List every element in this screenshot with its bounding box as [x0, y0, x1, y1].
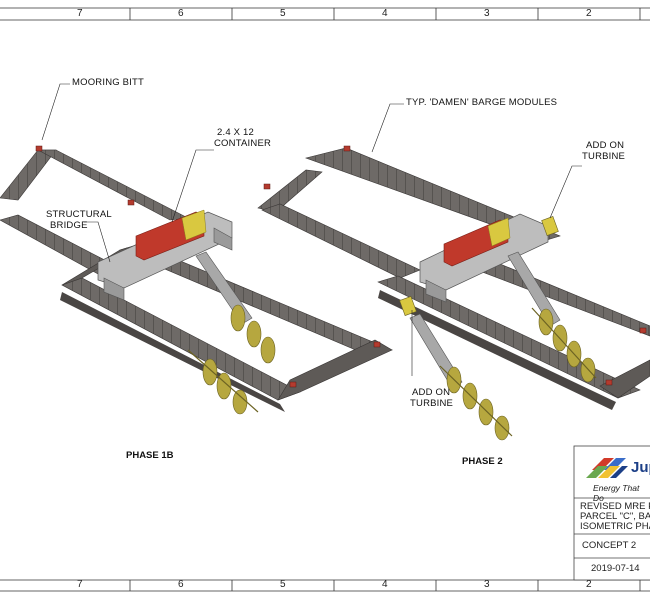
company-tagline: Energy That Do — [593, 483, 640, 503]
turbine-blades-1b — [202, 304, 276, 415]
drawing-title-line2: PARCEL "C", BA — [580, 511, 650, 522]
phase-1b-label: PHASE 1B — [126, 450, 174, 461]
mooring-bitts-2 — [263, 145, 647, 386]
hull2-shadow — [378, 290, 616, 410]
company-logo-text: Jupi — [631, 459, 650, 476]
zone-bottom-6: 6 — [178, 579, 184, 590]
container-yellow-end-2 — [487, 217, 511, 247]
bridge-leg-left — [103, 277, 125, 301]
callout-bridge-line1: STRUCTURAL — [46, 209, 112, 220]
bridge2-leg-left — [425, 279, 447, 303]
drawing-date: 2019-07-14 — [591, 563, 640, 574]
callout-structural-bridge: STRUCTURAL BRIDGE — [46, 209, 112, 231]
phase-1b-assembly — [0, 83, 393, 415]
phase-2-label: PHASE 2 — [462, 456, 503, 467]
drawing-title-line3: ISOMETRIC PHA — [580, 521, 650, 532]
callout-turbine-left-line2: TURBINE — [410, 397, 454, 409]
zone-bottom-4: 4 — [382, 579, 388, 590]
zone-top-2: 2 — [586, 8, 592, 19]
barge-upper-left-arm — [0, 149, 57, 201]
hull-shadow — [60, 292, 285, 412]
callout-bridge-line2: BRIDGE — [50, 219, 88, 231]
turbine2-arm-left — [409, 313, 463, 389]
barge2-upper-left-arm — [257, 169, 323, 213]
bridge-leg-right — [213, 227, 233, 251]
callout-turbine-right-line2: TURBINE — [582, 150, 626, 162]
barge2-lower-front — [377, 275, 641, 399]
barge-lower-right-end — [277, 339, 393, 401]
company-logo-mark — [586, 458, 628, 478]
barge2-upper-back — [304, 147, 561, 243]
zone-bottom-2: 2 — [586, 579, 592, 590]
zone-top-6: 6 — [178, 8, 184, 19]
container-yellow-end — [181, 209, 207, 241]
zone-bottom-5: 5 — [280, 579, 286, 590]
callout-turbine-left-line1: ADD ON — [412, 387, 451, 398]
callout-container: 2.4 X 12 CONTAINER — [214, 127, 272, 149]
title-block — [573, 445, 650, 581]
callout-container-line2: CONTAINER — [214, 137, 272, 149]
turbine2-arm — [507, 251, 561, 327]
callout-mooring-bitt: MOORING BITT — [72, 77, 145, 88]
zone-top-5: 5 — [280, 8, 286, 19]
zone-bottom-7: 7 — [77, 579, 83, 590]
callout-add-on-turbine-left: ADD ON TURBINE — [410, 387, 454, 409]
zone-top-7: 7 — [77, 8, 83, 19]
callout-barge-modules: TYP. 'DAMEN' BARGE MODULES — [406, 97, 558, 108]
barge2-lower-right — [599, 359, 650, 399]
callout-add-on-turbine-right: ADD ON TURBINE — [582, 140, 626, 162]
zone-top-4: 4 — [382, 8, 388, 19]
callout-turbine-right-line1: ADD ON — [586, 140, 625, 151]
sheet-border — [0, 7, 650, 592]
phase-2-assembly — [257, 103, 650, 441]
add-on-turbine-right — [541, 216, 559, 236]
leaders-2 — [371, 103, 582, 376]
drawing-name: CONCEPT 2 — [582, 540, 637, 551]
callout-container-line1: 2.4 X 12 — [217, 127, 254, 138]
zone-top-3: 3 — [484, 8, 490, 19]
leaders-1b — [41, 83, 214, 263]
zone-bottom-3: 3 — [484, 579, 490, 590]
barge2-upper-front — [261, 203, 421, 279]
mooring-bitts-1b — [35, 145, 381, 388]
drawing-title-line1: REVISED MRE P — [580, 501, 650, 512]
